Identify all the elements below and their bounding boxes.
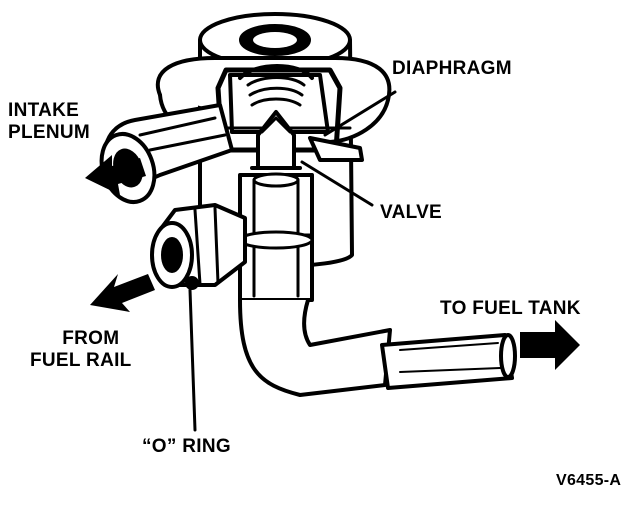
fuel-rail-inlet <box>150 203 247 290</box>
leader-lines <box>188 90 397 432</box>
diaphragm-leader <box>323 90 397 137</box>
intake-plenum-arrow <box>85 155 146 195</box>
figure-code: V6455-A <box>556 472 622 489</box>
label-o-ring: “O” RING <box>142 436 231 457</box>
o-ring-part <box>185 276 199 290</box>
o-ring-leader <box>188 288 197 432</box>
label-intake-plenum: INTAKE PLENUM <box>8 100 91 143</box>
flow-arrows <box>85 155 580 370</box>
valve-seat-tube <box>238 172 314 302</box>
valve-leader <box>300 160 374 207</box>
return-tube <box>238 298 517 397</box>
label-valve: VALVE <box>380 202 443 223</box>
valve-element <box>250 110 302 170</box>
label-to-fuel-tank: TO FUEL TANK <box>440 298 581 319</box>
label-from-fuel-rail: FROM FUEL RAIL <box>30 328 132 371</box>
label-diaphragm: DIAPHRAGM <box>392 58 512 79</box>
from-fuel-rail-arrow <box>90 274 155 312</box>
to-fuel-tank-arrow <box>520 320 580 370</box>
